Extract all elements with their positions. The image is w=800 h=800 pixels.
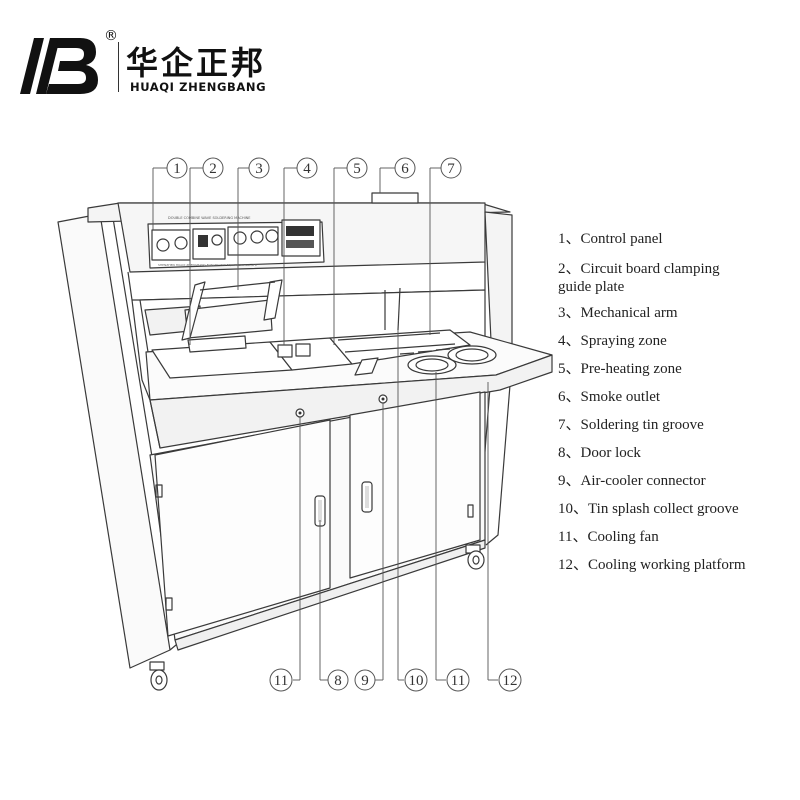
legend-item: 2、Circuit board clamping guide plate	[558, 261, 720, 295]
legend-item: 7、Soldering tin groove	[558, 417, 704, 433]
callout-5: 5	[353, 161, 361, 177]
logo-divider	[118, 42, 119, 92]
brand-logo: ® 华企正邦 HUAQI ZHENGBANG	[18, 28, 278, 98]
callout-10: 10	[409, 673, 424, 689]
panel-footer-text: SHENZHEN HUAQI ZHENGBANG ELECTRONIC EQUI…	[158, 263, 258, 267]
brand-name-cn: 华企正邦	[126, 44, 267, 82]
legend-item: 9、Air-cooler connector	[558, 473, 706, 489]
panel-header-text: DOUBLE COMBINE WAVE SOLDERING MACHINE	[168, 216, 250, 220]
legend-item: 1、Control panel	[558, 231, 663, 247]
callout-12: 12	[503, 673, 518, 689]
left-side-panel	[57, 213, 171, 669]
logo-mark-icon	[20, 38, 98, 94]
legend-item: 5、Pre-heating zone	[558, 361, 682, 377]
callout-8: 8	[334, 673, 342, 689]
legend-item: 10、Tin splash collect groove	[558, 501, 739, 517]
legend-item: 6、Smoke outlet	[558, 389, 661, 405]
legend-item: 12、Cooling working platform	[558, 557, 746, 573]
left-door	[154, 419, 331, 637]
caster-wheel-icon	[149, 661, 168, 691]
callout-11-right: 11	[451, 673, 465, 689]
callout-7: 7	[447, 161, 455, 177]
registered-mark: ®	[104, 28, 118, 44]
legend-item: 3、Mechanical arm	[558, 305, 678, 321]
callout-3: 3	[255, 161, 263, 177]
brand-name-en: HUAQI ZHENGBANG	[130, 80, 267, 94]
legend-item: 8、Door lock	[558, 445, 641, 461]
right-door	[349, 391, 481, 579]
legend-item: 11、Cooling fan	[558, 529, 659, 545]
callout-6: 6	[401, 161, 409, 177]
callout-11-left: 11	[274, 673, 288, 689]
callout-2: 2	[209, 161, 217, 177]
legend-item: 4、Spraying zone	[558, 333, 667, 349]
callout-4: 4	[303, 161, 311, 177]
callout-1: 1	[173, 161, 181, 177]
smoke-outlet	[371, 192, 419, 204]
callout-9: 9	[361, 673, 369, 689]
